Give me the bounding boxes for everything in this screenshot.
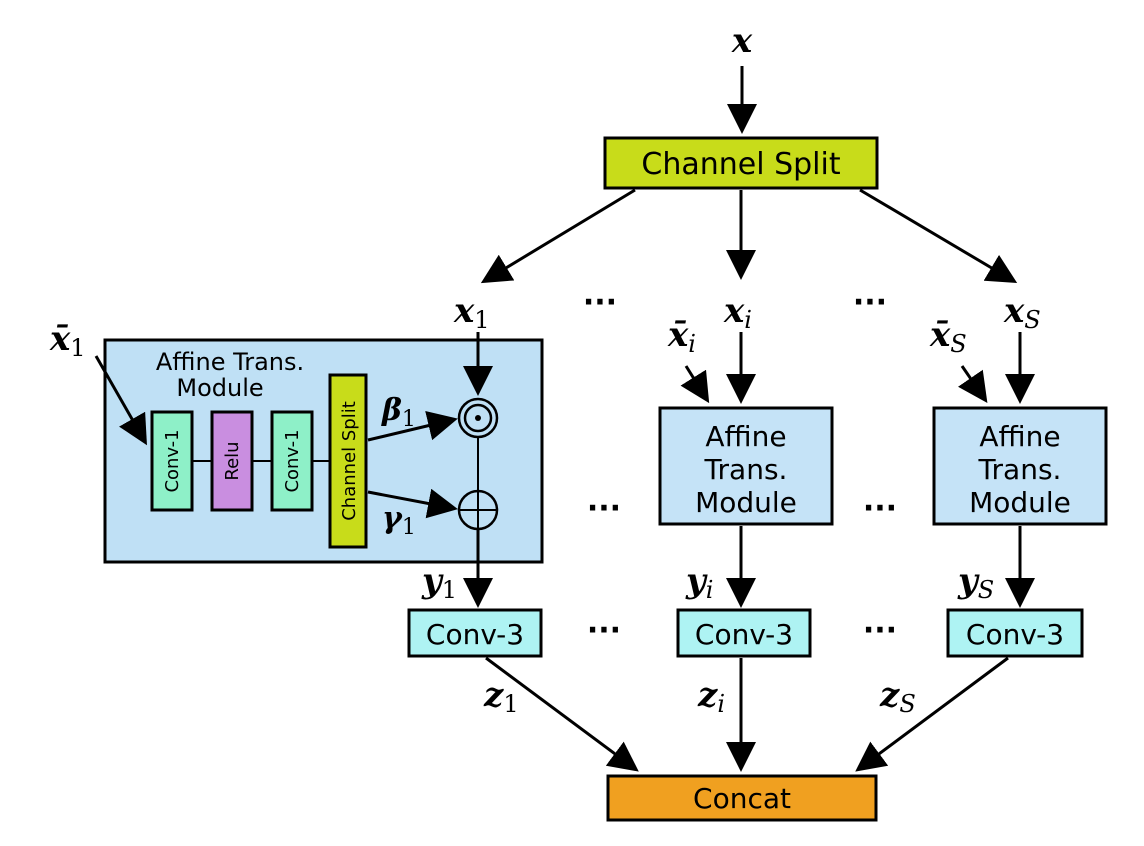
xbar1-label: x̄1 bbox=[49, 319, 86, 362]
atm-box-i bbox=[658, 406, 834, 526]
hadamard-dot bbox=[475, 415, 481, 421]
xbarS-label: x̄S bbox=[929, 315, 967, 358]
ellipsis-top-right: ··· bbox=[853, 285, 887, 320]
y1-label: y1 bbox=[421, 561, 457, 604]
gamma1-label: γ1 bbox=[382, 501, 416, 540]
conv1-a-label: Conv-1 bbox=[162, 429, 183, 492]
arrow-split-to-xS bbox=[859, 188, 1018, 284]
atm-S-line1: Affine bbox=[979, 420, 1060, 453]
ellipsis-mid-right: ··· bbox=[863, 491, 897, 526]
arrow-zS-to-concat bbox=[855, 656, 1009, 772]
atm-i-line1: Affine bbox=[705, 420, 786, 453]
affine-module-title-line2: Module bbox=[176, 374, 263, 402]
inner-channel-split-block bbox=[328, 373, 368, 549]
conv3-i-label: Conv-3 bbox=[695, 618, 793, 651]
atm-i-line3: Module bbox=[695, 486, 797, 519]
x1-label: x1 bbox=[453, 291, 490, 334]
conv3-box-S bbox=[946, 608, 1084, 658]
z1-label: z1 bbox=[483, 675, 519, 718]
relu-block bbox=[210, 410, 254, 512]
conv1-block-b bbox=[270, 410, 314, 512]
arrow-split-to-x1 bbox=[480, 188, 636, 284]
conv3-box-i bbox=[676, 608, 812, 658]
ellipsis-bottom-right: ··· bbox=[863, 613, 897, 648]
conv3-S-label: Conv-3 bbox=[966, 618, 1064, 651]
conv3-1-label: Conv-3 bbox=[426, 618, 524, 651]
atm-S-line2: Trans. bbox=[978, 453, 1062, 486]
atm-i-line2: Trans. bbox=[704, 453, 788, 486]
atm-box-S bbox=[932, 406, 1108, 526]
yi-label: yi bbox=[685, 561, 713, 604]
affine-module-title-line1: Affine Trans. bbox=[156, 348, 304, 376]
ellipsis-top-left: ··· bbox=[583, 285, 617, 320]
ellipsis-bottom-left: ··· bbox=[587, 613, 621, 648]
arrow-z1-to-concat bbox=[485, 656, 639, 772]
concat-box bbox=[606, 774, 878, 822]
xi-label: xi bbox=[723, 291, 752, 334]
xS-label: xS bbox=[1003, 291, 1041, 334]
arrow-xbari bbox=[680, 365, 710, 404]
input-x-label: x bbox=[731, 21, 753, 61]
channel-split-box bbox=[603, 136, 879, 190]
zS-label: zS bbox=[879, 675, 916, 718]
hadamard-circle-inner bbox=[463, 403, 493, 433]
arrow-gamma1 bbox=[367, 488, 458, 519]
xbari-label: x̄i bbox=[667, 315, 696, 358]
concat-label: Concat bbox=[693, 782, 791, 815]
zi-label: zi bbox=[697, 675, 725, 718]
yS-label: yS bbox=[957, 561, 994, 604]
channel-split-label: Channel Split bbox=[641, 147, 840, 182]
conv1-b-label: Conv-1 bbox=[282, 429, 303, 492]
arrow-xbar1-to-conv1 bbox=[94, 355, 147, 446]
inner-channel-split-label: Channel Split bbox=[339, 401, 360, 521]
atm-S-line3: Module bbox=[969, 486, 1071, 519]
relu-label: Relu bbox=[222, 441, 243, 480]
conv3-box-1 bbox=[407, 608, 543, 658]
arrow-xbarS bbox=[958, 365, 988, 403]
conv1-block-a bbox=[150, 410, 194, 512]
ellipsis-mid-left: ··· bbox=[587, 491, 621, 526]
arrow-beta1 bbox=[367, 410, 458, 442]
beta1-label: β1 bbox=[381, 393, 416, 432]
